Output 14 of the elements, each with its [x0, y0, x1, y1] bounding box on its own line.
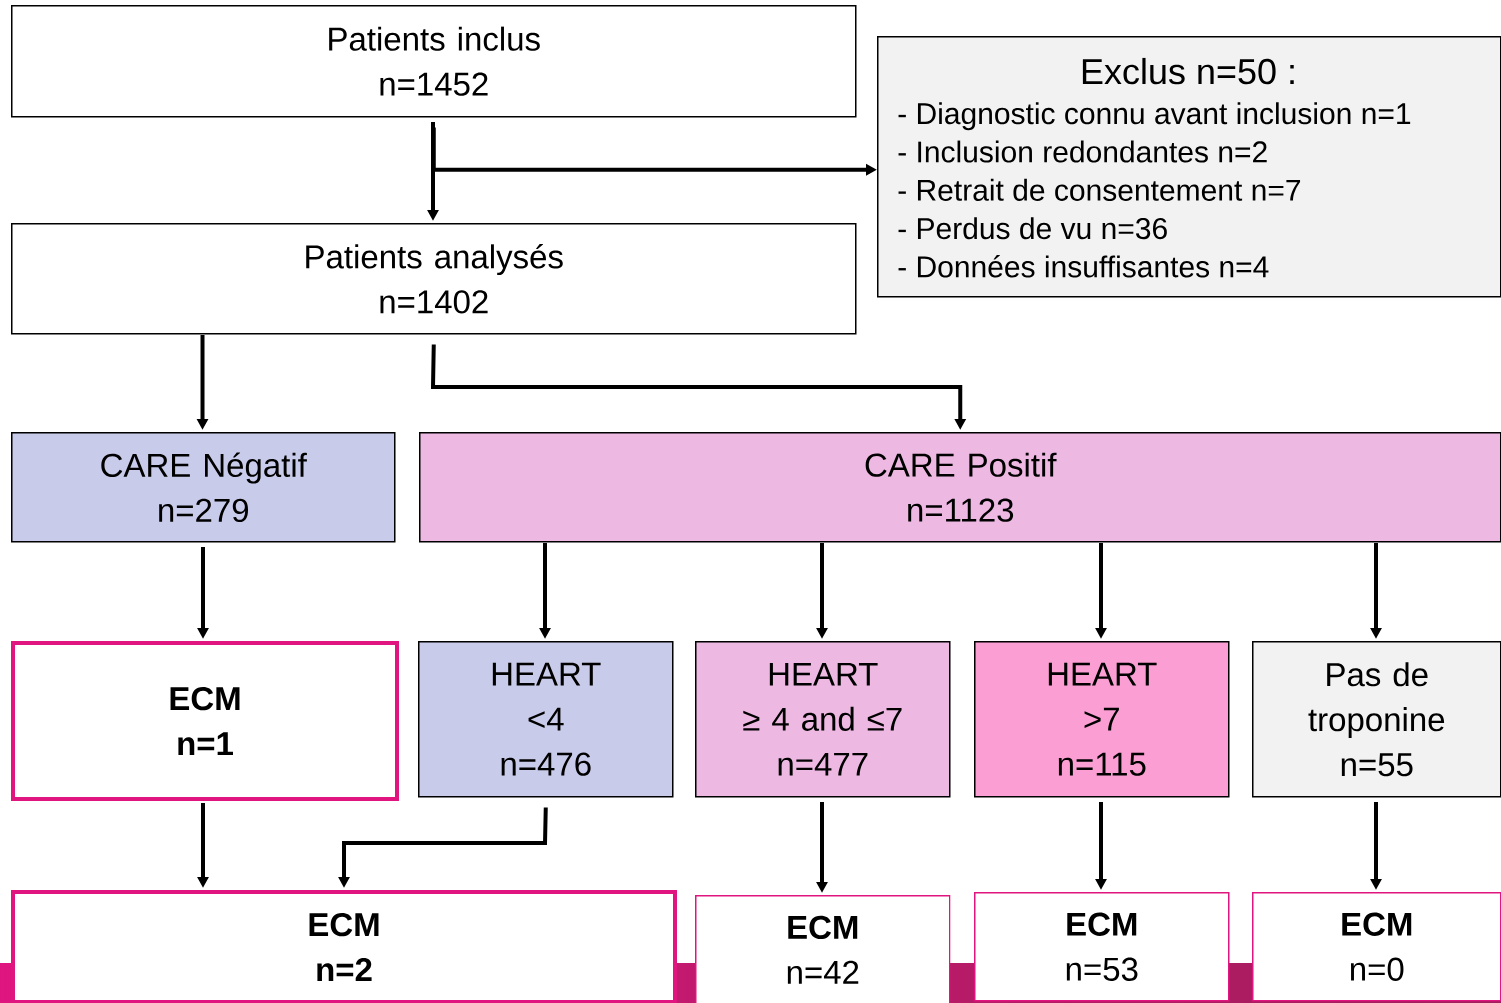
exclusion-box: Exclus n=50 : - Diagnostic connu avant inclusion n=1 - Inclusion redondantes n=2 - Retrait de consentement n=7 - Perdus de vu n=36 - Données insuffisantes n=4	[877, 36, 1501, 298]
process-box: HEART ≥ 4 and ≤7 n=477	[695, 641, 951, 798]
process-box: HEART >7 n=115	[974, 641, 1230, 798]
process-box: ECM n=0	[1252, 892, 1501, 1002]
process-box: CARE Positif n=1123	[419, 432, 1501, 543]
process-box: ECM n=2	[11, 890, 677, 1003]
process-box: Patients analysés n=1402	[11, 223, 857, 335]
process-box: Patients inclus n=1452	[11, 5, 857, 118]
process-box: HEART <4 n=476	[418, 641, 674, 798]
process-box: Pas de troponine n=55	[1252, 641, 1501, 798]
process-box: CARE Négatif n=279	[11, 432, 396, 543]
process-box: ECM n=1	[11, 641, 399, 801]
process-box: ECM n=53	[974, 892, 1230, 1002]
process-box: ECM n=42	[695, 895, 951, 1003]
